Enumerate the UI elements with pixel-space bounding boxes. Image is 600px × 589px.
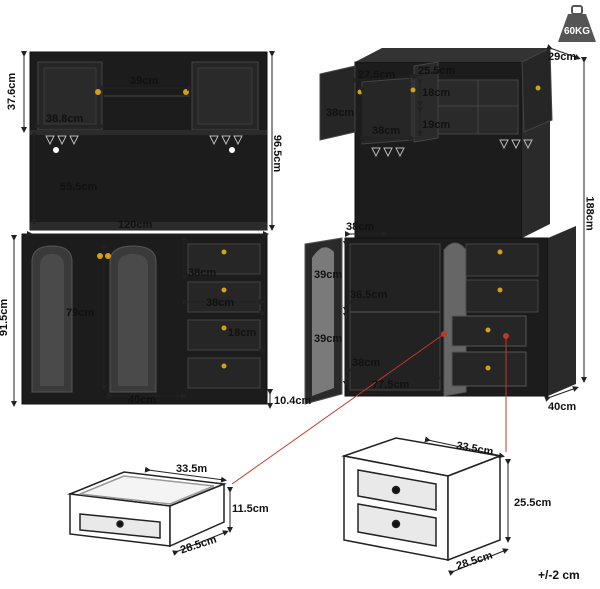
dim-top-height: 37.6cm <box>6 72 19 111</box>
dim-small-drawer-height: 11.5cm <box>232 503 269 515</box>
dim-drawer-mid: 38cm <box>206 297 235 309</box>
dim-base-depth: 40cm <box>548 401 577 413</box>
dim-upper-door-width: 38.8cm <box>46 113 84 125</box>
dim-drawer-height: 18cm <box>228 327 257 339</box>
dim-inner-w-bottom: 38cm <box>352 357 381 369</box>
knob-icon <box>183 89 189 95</box>
dim-inner-total-w: 77.5cm <box>372 379 410 391</box>
dim-depth-top: 29cm <box>548 51 577 63</box>
dim-foot-height: 10.4cm <box>274 395 312 407</box>
large-drawer-detail <box>341 437 503 562</box>
dim-inner-depth: 36.5cm <box>350 289 388 301</box>
dim-shelf-w: 38cm <box>372 125 401 137</box>
dim-door-h: 38cm <box>326 107 355 119</box>
dim-large-drawer-height: 25.5cm <box>514 497 552 509</box>
dim-inner-h-2: 39cm <box>314 333 343 345</box>
dim-open-height: 55.5cm <box>60 181 98 193</box>
knob-icon <box>105 253 111 259</box>
open-view-dimension-lines <box>343 44 587 402</box>
wine-glass-holder-icon <box>371 139 533 158</box>
weight-label: 60KG <box>563 26 591 37</box>
front-view-cabinet <box>21 51 268 405</box>
weight-icon <box>558 5 596 42</box>
dim-total-height: 188cm <box>583 196 596 231</box>
dim-small-drawer-width: 33.5m <box>176 463 208 475</box>
knob-icon <box>95 89 101 95</box>
knob-icon <box>97 253 103 259</box>
dim-inner-w-top: 38cm <box>346 221 375 233</box>
dim-base-height: 91.5cm <box>0 298 11 337</box>
wine-glass-holder-icon <box>45 135 243 146</box>
dim-shelf-h1: 18cm <box>422 87 451 99</box>
dim-arch-door-height: 79cm <box>66 307 95 319</box>
dim-inner-shelf-width: 39cm <box>130 75 159 87</box>
dim-door-open-a: 27.5cm <box>358 69 396 81</box>
open-view-cabinet <box>304 47 576 405</box>
dim-inner-h-1: 39cm <box>314 269 343 281</box>
dim-upper-total-height: 96.5cm <box>271 134 284 173</box>
dim-door-open-b: 25.5cm <box>418 65 456 77</box>
dim-drawer-top: 38cm <box>188 267 217 279</box>
callout-leader-lines <box>231 333 507 485</box>
front-view-dimension-lines <box>11 51 275 409</box>
small-drawer-detail <box>67 471 227 548</box>
dim-shelf-h2: 19cm <box>422 119 451 131</box>
dim-arch-door-width: 40cm <box>128 394 157 406</box>
dim-total-width: 120cm <box>118 219 153 231</box>
tolerance-note: +/-2 cm <box>538 568 580 582</box>
